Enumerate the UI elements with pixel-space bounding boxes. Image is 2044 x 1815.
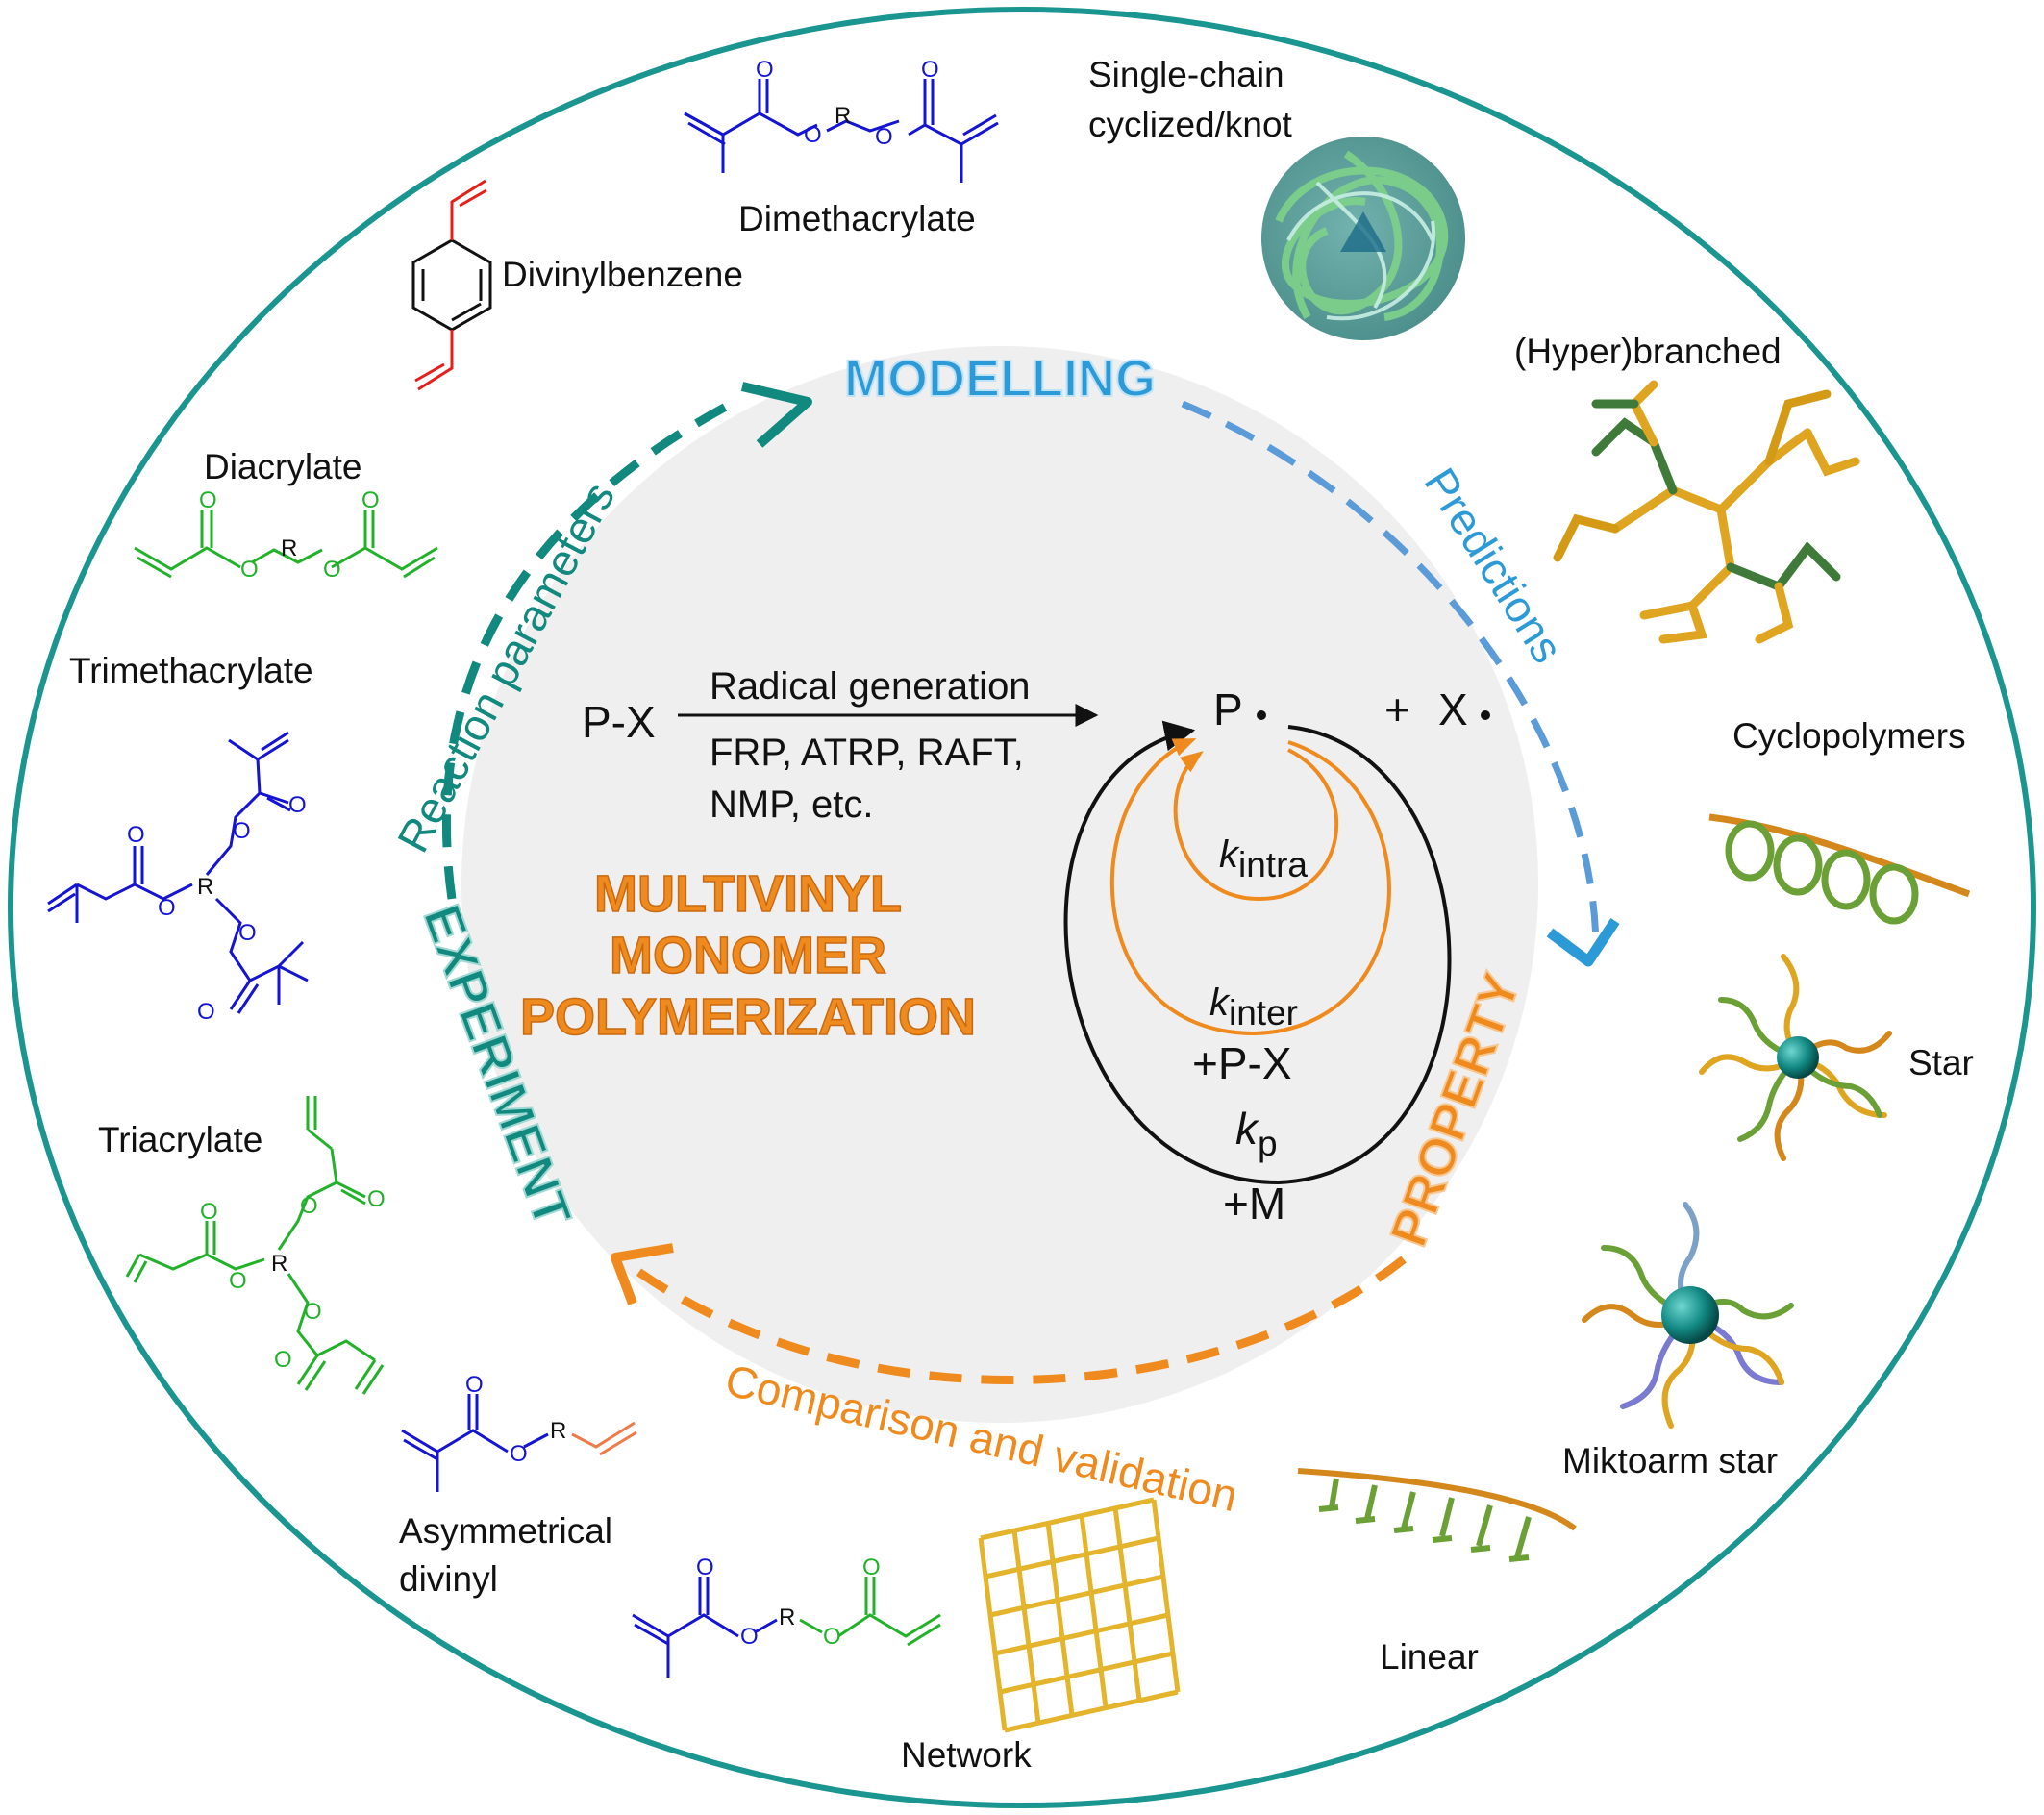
- triacr-o6: O: [274, 1347, 292, 1373]
- asymmetrical-label-line1: Asymmetrical: [399, 1511, 612, 1551]
- network-image: [978, 1497, 1181, 1733]
- predictions-arrowhead: [1546, 917, 1620, 967]
- divinylbenzene-label: Divinylbenzene: [502, 255, 743, 294]
- mixed-r: R: [779, 1604, 795, 1630]
- methods-line2: NMP, etc.: [710, 783, 873, 826]
- triacr-o4: O: [229, 1268, 247, 1294]
- kp-sub: p: [1258, 1124, 1278, 1163]
- divinylbenzene-structure: [411, 179, 492, 391]
- kintra-label: kintra: [1219, 833, 1308, 884]
- dimeth-r: R: [835, 103, 851, 129]
- triacr-r: R: [271, 1251, 287, 1277]
- center-title: MULTIVINYL MONOMER POLYMERIZATION: [519, 864, 977, 1047]
- single-chain-label-line2: cyclized/knot: [1088, 105, 1293, 144]
- kintra-k: k: [1219, 833, 1240, 876]
- diacr-o4: O: [361, 487, 380, 513]
- mixed-o3: O: [823, 1624, 841, 1650]
- asymmetrical-label-line2: divinyl: [399, 1559, 498, 1599]
- triacr-o5: O: [304, 1299, 322, 1325]
- reaction-parameters-arrow: [441, 395, 743, 900]
- diacr-o1: O: [199, 487, 217, 513]
- triacr-o1: O: [367, 1186, 386, 1212]
- radical-p-dot: [1257, 710, 1266, 720]
- radical-generation-label: Radical generation: [710, 665, 1031, 708]
- kinter-sub: inter: [1229, 993, 1298, 1032]
- asym-r: R: [550, 1418, 566, 1444]
- reaction-parameters-arrowhead: [740, 382, 812, 448]
- x-radical-dot: [1481, 710, 1490, 720]
- linear-image: [1297, 1468, 1577, 1562]
- diacrylate-structure: [134, 510, 438, 579]
- predictions-arrow: [1181, 400, 1600, 953]
- miktoarm-core: [1661, 1286, 1719, 1344]
- radical-p: P: [1213, 684, 1243, 734]
- comparison-arrow: [632, 1256, 1407, 1384]
- dimeth-o3: O: [875, 124, 893, 150]
- kintra-loop: [1173, 748, 1339, 902]
- dimeth-o4: O: [921, 57, 939, 83]
- kinter-k: k: [1209, 982, 1231, 1024]
- dimethacrylate-structure: [684, 79, 999, 183]
- trimeth-o2: O: [233, 818, 251, 844]
- trimeth-o3: O: [127, 822, 145, 848]
- trimeth-o1: O: [288, 792, 307, 818]
- plus-px-label: +P-X: [1192, 1038, 1292, 1088]
- kp-loop: [1063, 720, 1452, 1185]
- center-title-line2: MONOMER: [610, 927, 886, 984]
- triacrylate-label: Triacrylate: [98, 1120, 262, 1159]
- inner-disk: [461, 346, 1538, 1423]
- triacr-o3: O: [200, 1199, 218, 1225]
- x-radical: X: [1438, 684, 1468, 734]
- triacrylate-structure: [125, 1096, 385, 1395]
- diacr-r: R: [281, 535, 297, 561]
- kp-label: kp: [1235, 1104, 1278, 1163]
- hyperbranched-label: (Hyper)branched: [1514, 332, 1782, 371]
- plus-sign: +: [1384, 684, 1410, 734]
- cyclopolymer-image: [1708, 813, 1971, 925]
- diacr-o3: O: [323, 557, 341, 583]
- trimeth-o4: O: [158, 895, 176, 921]
- asymmetrical-divinyl-structure: [401, 1394, 637, 1492]
- hyperbranched-image: [1553, 380, 1860, 644]
- center-title-line1: MULTIVINYL: [594, 865, 902, 923]
- dimeth-o2: O: [804, 122, 822, 148]
- trimeth-r: R: [197, 874, 213, 900]
- outer-border: [8, 7, 2036, 1808]
- single-chain-knot-image: [1261, 137, 1465, 340]
- dimeth-o1: O: [756, 57, 774, 83]
- dimethacrylate-label: Dimethacrylate: [738, 199, 976, 238]
- miktoarm-label: Miktoarm star: [1562, 1441, 1778, 1480]
- triacr-o2: O: [300, 1193, 318, 1219]
- comparison-arrowhead: [611, 1243, 674, 1305]
- kinter-label: kinter: [1209, 982, 1298, 1032]
- diacr-o2: O: [240, 557, 259, 583]
- asym-o1: O: [465, 1372, 484, 1398]
- trimeth-o5: O: [238, 920, 257, 946]
- mixed-o1: O: [696, 1554, 714, 1580]
- mixed-o4: O: [862, 1554, 881, 1580]
- single-chain-label-line1: Single-chain: [1088, 55, 1284, 94]
- star-core: [1777, 1036, 1819, 1079]
- diacrylate-label: Diacrylate: [204, 447, 362, 486]
- asym-o2: O: [510, 1441, 528, 1467]
- modelling-label: MODELLING: [844, 350, 1156, 408]
- mixed-diacrylate-structure: [632, 1577, 941, 1678]
- mixed-o2: O: [740, 1624, 759, 1650]
- star-label: Star: [1908, 1043, 1974, 1082]
- center-title-line3: POLYMERIZATION: [520, 988, 976, 1046]
- trimethacrylate-structure: [47, 731, 309, 1014]
- kp-k: k: [1235, 1104, 1259, 1154]
- cyclopolymers-label: Cyclopolymers: [1732, 716, 1966, 756]
- initiator-px: P-X: [582, 697, 656, 747]
- kintra-sub: intra: [1238, 845, 1308, 884]
- kinter-loop: [1109, 738, 1391, 1036]
- plus-m-label: +M: [1223, 1179, 1285, 1229]
- network-label: Network: [901, 1735, 1032, 1775]
- trimethacrylate-label: Trimethacrylate: [69, 651, 313, 690]
- linear-label: Linear: [1380, 1637, 1479, 1677]
- methods-line1: FRP, ATRP, RAFT,: [710, 732, 1024, 774]
- trimeth-o6: O: [197, 999, 215, 1025]
